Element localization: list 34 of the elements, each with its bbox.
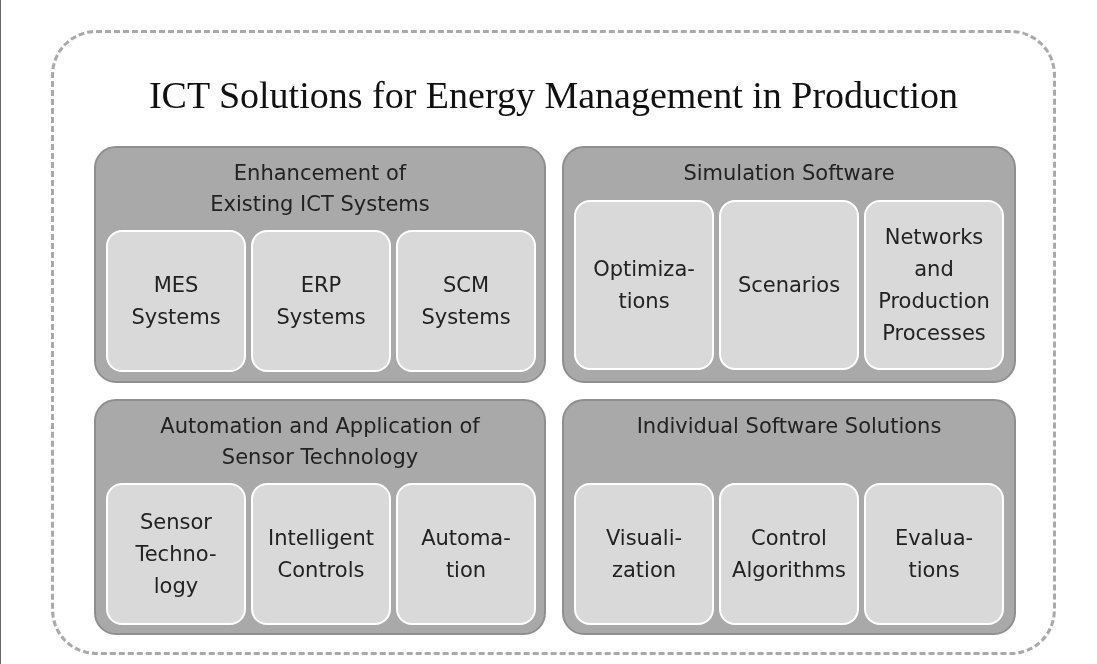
group-panel (94, 146, 546, 383)
category-box (864, 200, 1004, 370)
dashed-frame (51, 30, 1056, 655)
category-label: Intelligent Controls (267, 525, 375, 584)
category-box (574, 483, 714, 625)
group-panel (94, 399, 546, 635)
group-panel (562, 399, 1016, 635)
category-box (864, 483, 1004, 625)
category-label: MES Systems (130, 272, 222, 331)
group-heading: Enhancement of Existing ICT Systems (209, 160, 431, 218)
category-box (106, 230, 246, 372)
frame-heading: ICT Solutions for Energy Management in Production (147, 73, 960, 117)
category-box (106, 483, 246, 625)
group-panel (562, 146, 1016, 383)
group-heading: Individual Software Solutions (635, 413, 943, 440)
category-label: Evalua- tions (893, 525, 975, 584)
category-label: Networks and Production Processes (877, 224, 991, 347)
category-label: Scenarios (736, 272, 842, 299)
category-box (251, 483, 391, 625)
category-box (574, 200, 714, 370)
category-box (251, 230, 391, 372)
category-label: SCM Systems (420, 272, 512, 331)
group-heading: Simulation Software (682, 160, 896, 187)
category-label: Control Algorithms (731, 525, 847, 584)
category-label: Automa- tion (420, 525, 512, 584)
group-heading: Automation and Application of Sensor Technology (159, 413, 481, 471)
category-box (719, 483, 859, 625)
category-box (396, 230, 536, 372)
category-label: ERP Systems (275, 272, 367, 331)
category-box (396, 483, 536, 625)
category-label: Optimiza- tions (592, 256, 696, 315)
category-box (719, 200, 859, 370)
category-label: Visuali- zation (604, 525, 684, 584)
category-label: Sensor Techno- logy (134, 509, 218, 600)
